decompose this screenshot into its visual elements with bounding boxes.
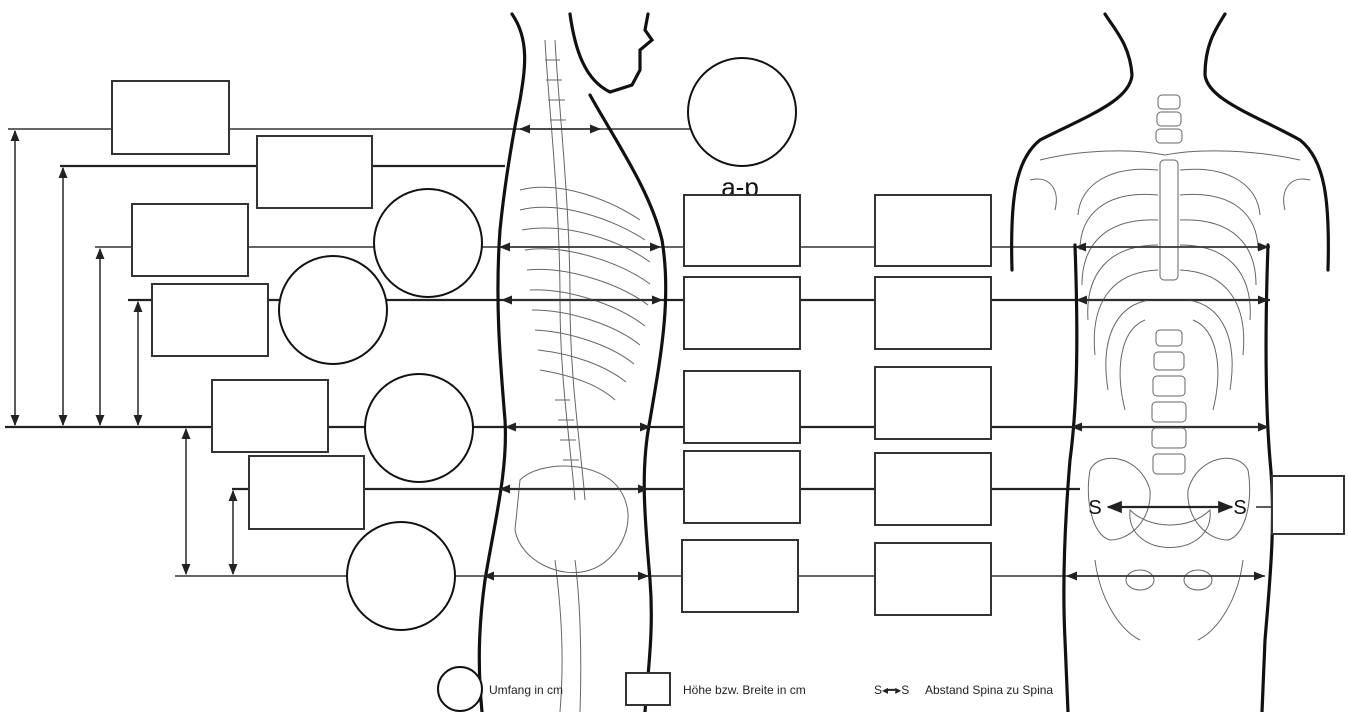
spina-left-label: S xyxy=(1088,497,1101,519)
legend-box-symbol xyxy=(626,673,670,705)
front-ribs xyxy=(1078,169,1260,410)
circle-hip-circumference xyxy=(347,522,455,630)
front-spine xyxy=(1152,95,1186,474)
box-shoulder-height xyxy=(257,136,372,208)
side-vertebrae xyxy=(545,60,579,460)
box-width-upperhip xyxy=(875,453,991,525)
legend-circumference: Umfang in cm xyxy=(489,683,563,697)
box-ap-underbust xyxy=(684,277,800,349)
spina-right-label: S xyxy=(1233,497,1246,519)
box-ap-waist xyxy=(684,371,800,443)
box-upperhip-height xyxy=(249,456,364,529)
box-width-chest xyxy=(875,195,991,266)
box-width-hip xyxy=(875,543,991,615)
circle-waist-circumference xyxy=(365,374,473,482)
box-ap-upperhip xyxy=(684,451,800,523)
circle-chest-circumference xyxy=(374,189,482,297)
box-width-waist xyxy=(875,367,991,439)
side-view-figure xyxy=(479,14,665,712)
box-chest-height xyxy=(132,204,248,276)
box-spina-distance xyxy=(1272,476,1344,534)
box-waist-height xyxy=(212,380,328,452)
legend-circle-symbol xyxy=(438,667,482,711)
side-ribs xyxy=(520,187,650,400)
circle-neck-circumference xyxy=(688,58,796,166)
box-ap-chest xyxy=(684,195,800,266)
box-neck-height xyxy=(112,81,229,154)
box-underbust-height xyxy=(152,284,268,356)
box-ap-hip xyxy=(682,540,798,612)
box-width-underbust xyxy=(875,277,991,349)
legend: Umfang in cm Höhe bzw. Breite in cm S◂━▸… xyxy=(438,667,1053,711)
ap-boxes xyxy=(682,195,800,612)
legend-height-width: Höhe bzw. Breite in cm xyxy=(683,683,806,697)
width-boxes xyxy=(875,195,991,615)
legend-spina-symbol: S◂━▸S xyxy=(874,683,909,697)
legend-spina: Abstand Spina zu Spina xyxy=(925,683,1053,697)
front-view-figure xyxy=(1012,14,1329,712)
circle-underbust-circumference xyxy=(279,256,387,364)
